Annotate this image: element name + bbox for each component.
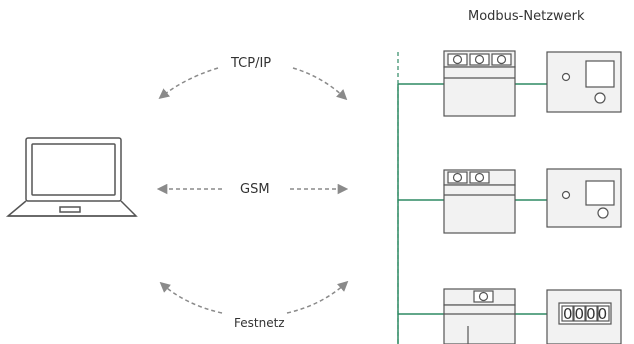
meter-reading: 0000 xyxy=(563,305,609,323)
tcp-link-arrows xyxy=(158,67,348,101)
modbus-gateway-icon xyxy=(443,169,516,234)
festnetz-link-arrows xyxy=(159,280,349,314)
controller-icon xyxy=(546,51,622,113)
modbus-gateway-icon xyxy=(443,288,516,344)
controller-icon xyxy=(546,168,622,228)
modbus-lines xyxy=(397,83,547,344)
energy-meter-icon xyxy=(546,289,622,344)
tcp-ip-label: TCP/IP xyxy=(231,56,272,71)
festnetz-label: Festnetz xyxy=(234,316,285,330)
network-title: Modbus-Netzwerk xyxy=(468,9,585,24)
gsm-label: GSM xyxy=(240,182,270,197)
modbus-gateway-icon xyxy=(443,50,516,117)
laptop-icon xyxy=(5,137,138,217)
